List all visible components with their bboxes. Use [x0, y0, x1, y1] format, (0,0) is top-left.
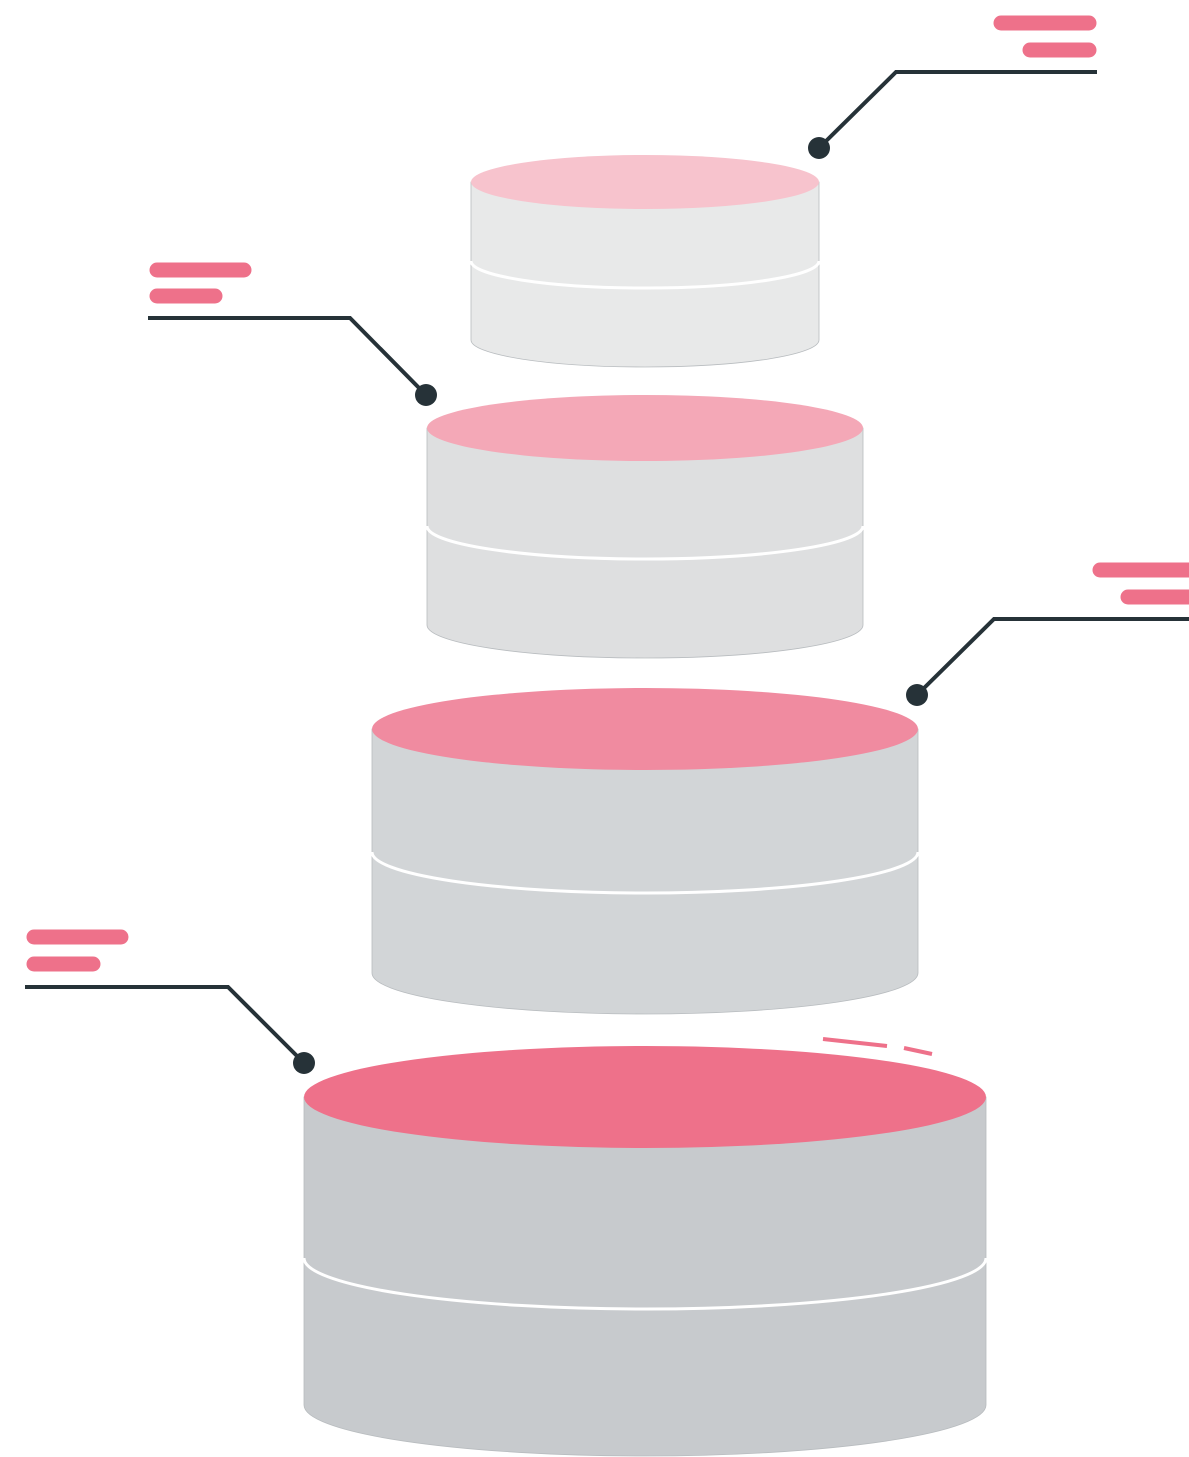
- tier-4-divider: [302, 1257, 988, 1311]
- tier-1-body: [470, 181, 820, 368]
- tier-4-cylinder: [302, 1037, 988, 1457]
- callout-1-anchor-dot: [808, 137, 830, 159]
- tier-3-cylinder: [370, 688, 920, 1015]
- tier-3-top: [372, 688, 918, 770]
- tier-4-body: [303, 1096, 987, 1457]
- tier-2-top: [427, 395, 863, 461]
- callout-4: [25, 929, 315, 1074]
- callout-2-anchor-dot: [415, 384, 437, 406]
- callout-3-anchor-dot: [906, 684, 928, 706]
- tier-2-divider: [425, 525, 865, 561]
- tier-3-body: [371, 728, 919, 1015]
- tier-4-top: [304, 1046, 986, 1148]
- callout-2-leader-line: [148, 316, 428, 397]
- callout-3: [906, 562, 1189, 706]
- tier-2-body: [426, 427, 864, 659]
- callout-4-leader-line: [25, 985, 306, 1065]
- tier-2-cylinder: [425, 395, 865, 659]
- tier-1-cylinder: [469, 155, 821, 368]
- callout-4-anchor-dot: [293, 1052, 315, 1074]
- tier-1-top: [471, 155, 819, 209]
- callout-1-leader-line: [817, 70, 1097, 150]
- callout-2: [148, 262, 437, 406]
- tier-4-highlight-dashes: [822, 1037, 933, 1056]
- callout-3-leader-line: [915, 617, 1189, 697]
- callout-1: [808, 15, 1097, 159]
- tier-1-divider: [469, 260, 821, 290]
- tier-3-divider: [370, 851, 920, 895]
